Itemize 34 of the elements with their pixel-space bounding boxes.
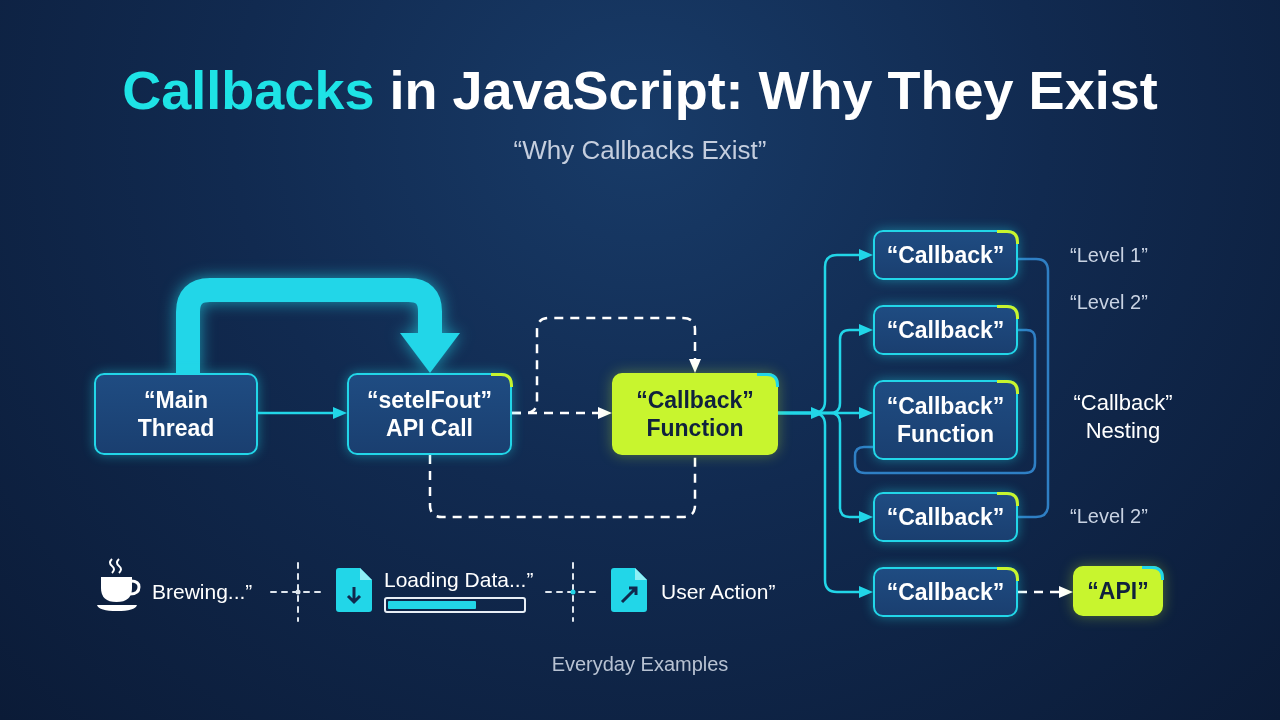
subtitle: “Why Callbacks Exist” — [512, 136, 768, 164]
level-label: “Level 2” — [1070, 290, 1149, 315]
process-box — [94, 373, 258, 455]
process-box — [873, 305, 1018, 355]
process-box — [873, 567, 1018, 617]
node-label: “Main Thread — [136, 386, 216, 442]
node-label: “Callback” Function — [885, 392, 1006, 448]
node-label: “Callback” — [886, 316, 1005, 344]
process-box — [873, 492, 1018, 542]
example-label: Loading Data...” — [384, 567, 535, 593]
section-label: Everyday Examples — [550, 652, 730, 677]
node-label: “Callback” — [886, 241, 1005, 269]
connector-line — [428, 455, 697, 519]
node-label: “Callback” — [886, 578, 1005, 606]
level-label: “Level 1” — [1070, 243, 1149, 268]
title: Callbacks in JavaScript: Why They Exist — [121, 59, 1159, 122]
process-box — [347, 373, 512, 455]
node-label: “setelFout” API Call — [366, 386, 493, 442]
arrow — [1018, 586, 1073, 598]
arrow — [258, 407, 347, 419]
node-label: “Callback” Function — [635, 386, 755, 442]
level-label: “Level 2” — [1070, 504, 1149, 529]
highlight-box — [1073, 566, 1163, 616]
arrow — [778, 411, 873, 598]
arrow — [512, 316, 701, 415]
example-label: User Action” — [661, 579, 777, 605]
connector-line — [1018, 257, 1050, 519]
highlight-box — [612, 373, 778, 455]
annotation-label: “Callback” Nesting — [1072, 389, 1174, 445]
process-box — [873, 230, 1018, 280]
process-box — [873, 380, 1018, 460]
node-label: “API” — [1087, 577, 1149, 605]
node-label: “Callback” — [886, 503, 1005, 531]
example-label: Brewing...” — [152, 579, 254, 605]
